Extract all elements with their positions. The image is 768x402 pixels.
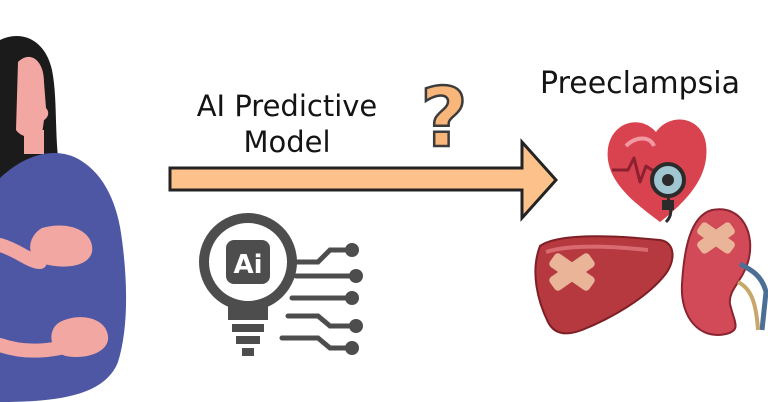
model-label-line-1: AI Predictive: [196, 89, 378, 123]
outcome-title: Preeclampsia: [540, 66, 740, 101]
ai-badge-text: Ai: [233, 250, 262, 280]
model-label-line-2: Model: [243, 125, 331, 159]
patient-face: [16, 56, 49, 137]
liver-shape: [534, 235, 674, 335]
question-mark-glyph: ?: [420, 71, 468, 166]
kidney-shape: [680, 208, 752, 336]
patient-arm-upper: [30, 225, 93, 267]
